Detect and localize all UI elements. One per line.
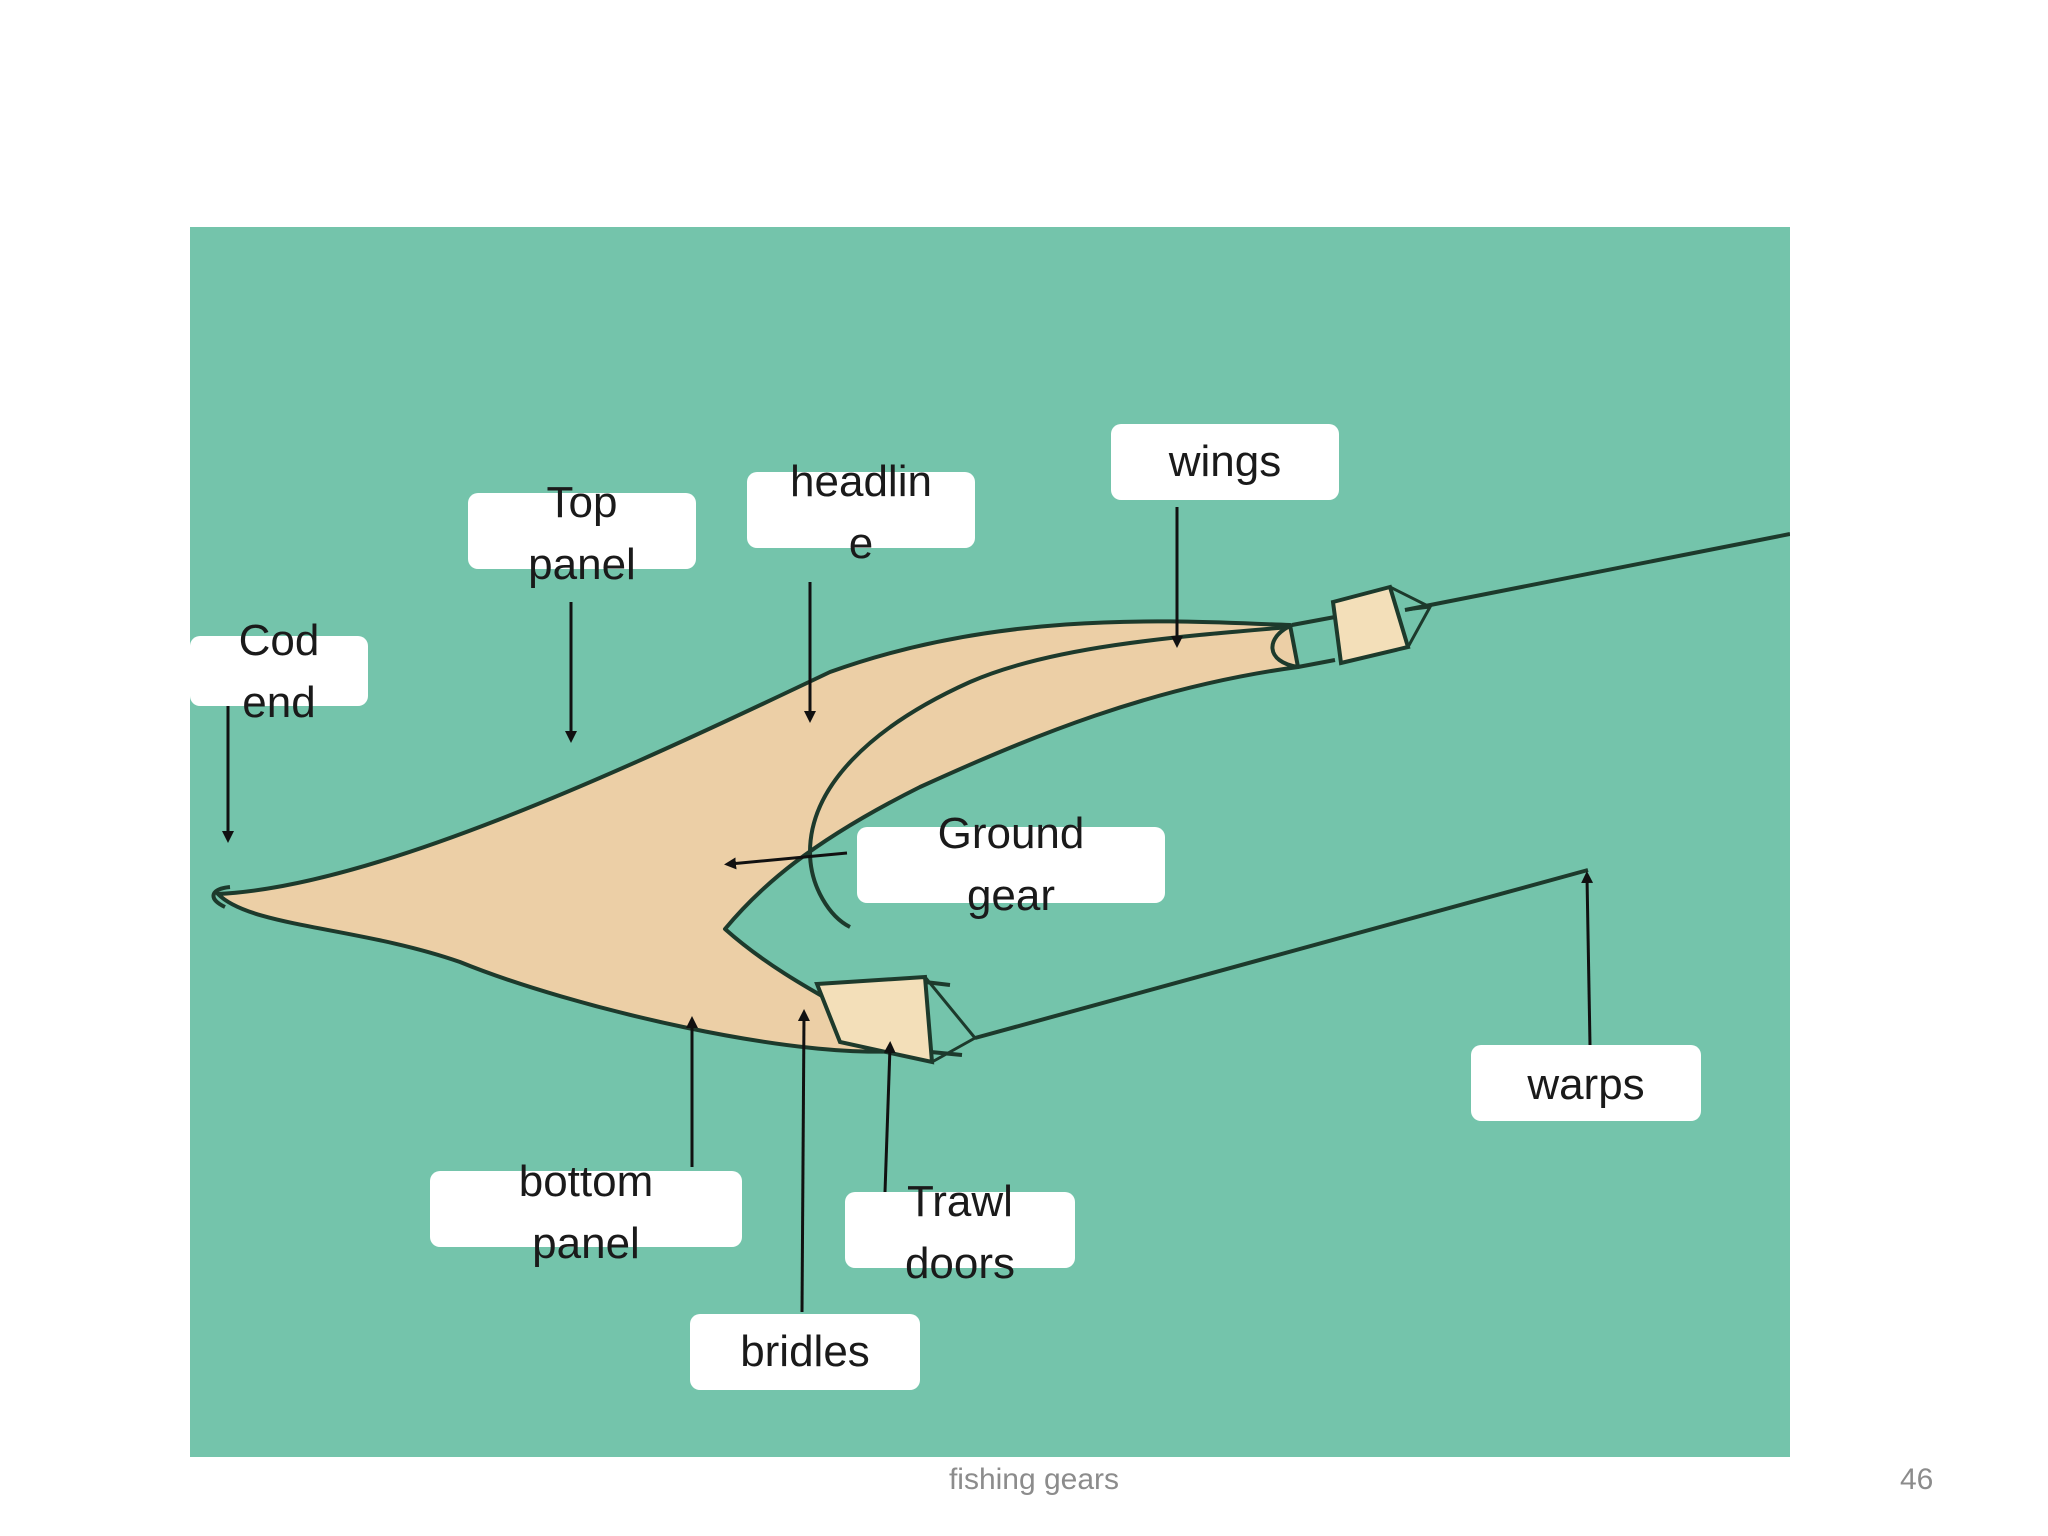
ground-gear-label-box bbox=[857, 827, 1165, 903]
upper-door-lines bbox=[1389, 585, 1433, 648]
lower-warp-line bbox=[974, 868, 1589, 1040]
bridles-label-box bbox=[690, 1314, 920, 1390]
warps-label: warps bbox=[1527, 1060, 1645, 1109]
trawl-diagram: Cod end Top panel headlin e wings Ground… bbox=[190, 227, 1790, 1457]
cod-end-label-box bbox=[190, 636, 368, 706]
trawl-doors-arrow bbox=[883, 1041, 896, 1193]
warps-arrow bbox=[1581, 871, 1594, 1046]
ground-gear-arrow bbox=[724, 851, 848, 870]
trawl-doors-label: Trawl doors bbox=[904, 1177, 1016, 1288]
ground-gear-curve bbox=[807, 625, 1291, 929]
footer-title: fishing gears bbox=[948, 1463, 1120, 1496]
lower-door-lines bbox=[923, 976, 978, 1064]
ground-gear-label: Ground gear bbox=[937, 809, 1085, 920]
upper-trawl-door bbox=[1330, 584, 1411, 666]
bottom-panel-label-box bbox=[430, 1171, 742, 1247]
headline-label-box bbox=[747, 472, 975, 548]
bridles-arrow bbox=[797, 1009, 810, 1313]
upper-warp-line bbox=[1404, 532, 1790, 612]
upper-bridles bbox=[1270, 615, 1336, 669]
codend-tip bbox=[211, 885, 231, 909]
bridles-label: bridles bbox=[740, 1327, 870, 1376]
headline-label: headlin e bbox=[790, 457, 932, 568]
trawl-net-illustration bbox=[211, 507, 1790, 1313]
top-panel-label-box bbox=[468, 493, 696, 569]
wings-label: wings bbox=[1168, 437, 1282, 486]
trawl-net-body bbox=[216, 619, 1300, 1054]
top-panel-label: Top panel bbox=[528, 478, 636, 589]
wings-label-box bbox=[1111, 424, 1339, 500]
trawl-doors-label-box bbox=[845, 1192, 1075, 1268]
bottom-panel-label: bottom panel bbox=[518, 1157, 654, 1268]
cod-end-label: Cod end bbox=[238, 616, 320, 727]
warps-label-box bbox=[1471, 1045, 1701, 1121]
page-number: 46 bbox=[1900, 1463, 1934, 1496]
